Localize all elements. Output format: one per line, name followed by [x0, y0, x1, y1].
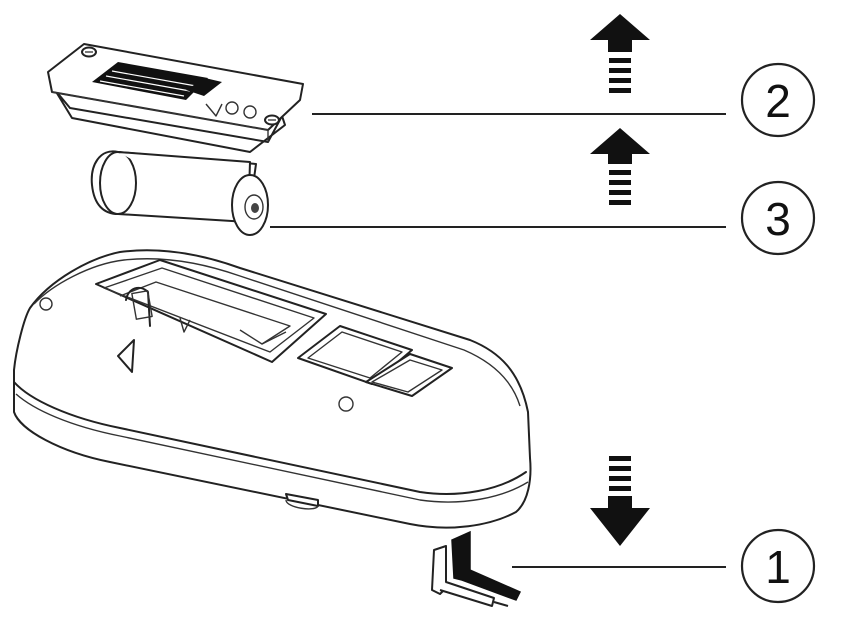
up-arrow-icon — [590, 128, 650, 205]
callout-1: 1 — [740, 528, 816, 604]
up-arrow-icon — [590, 14, 650, 93]
callout-2: 2 — [740, 62, 816, 138]
down-arrow-icon — [590, 456, 650, 546]
battery-cell — [90, 150, 269, 236]
meter-body — [13, 249, 532, 529]
cover-screw-right-icon — [264, 114, 280, 126]
callout-3: 3 — [740, 180, 816, 256]
callout-label: 3 — [765, 193, 791, 245]
callout-label: 2 — [765, 75, 791, 127]
cover-screw-left-icon — [81, 46, 97, 58]
callout-label: 1 — [765, 541, 791, 593]
battery-cover — [47, 43, 304, 153]
test-leads — [431, 530, 522, 607]
